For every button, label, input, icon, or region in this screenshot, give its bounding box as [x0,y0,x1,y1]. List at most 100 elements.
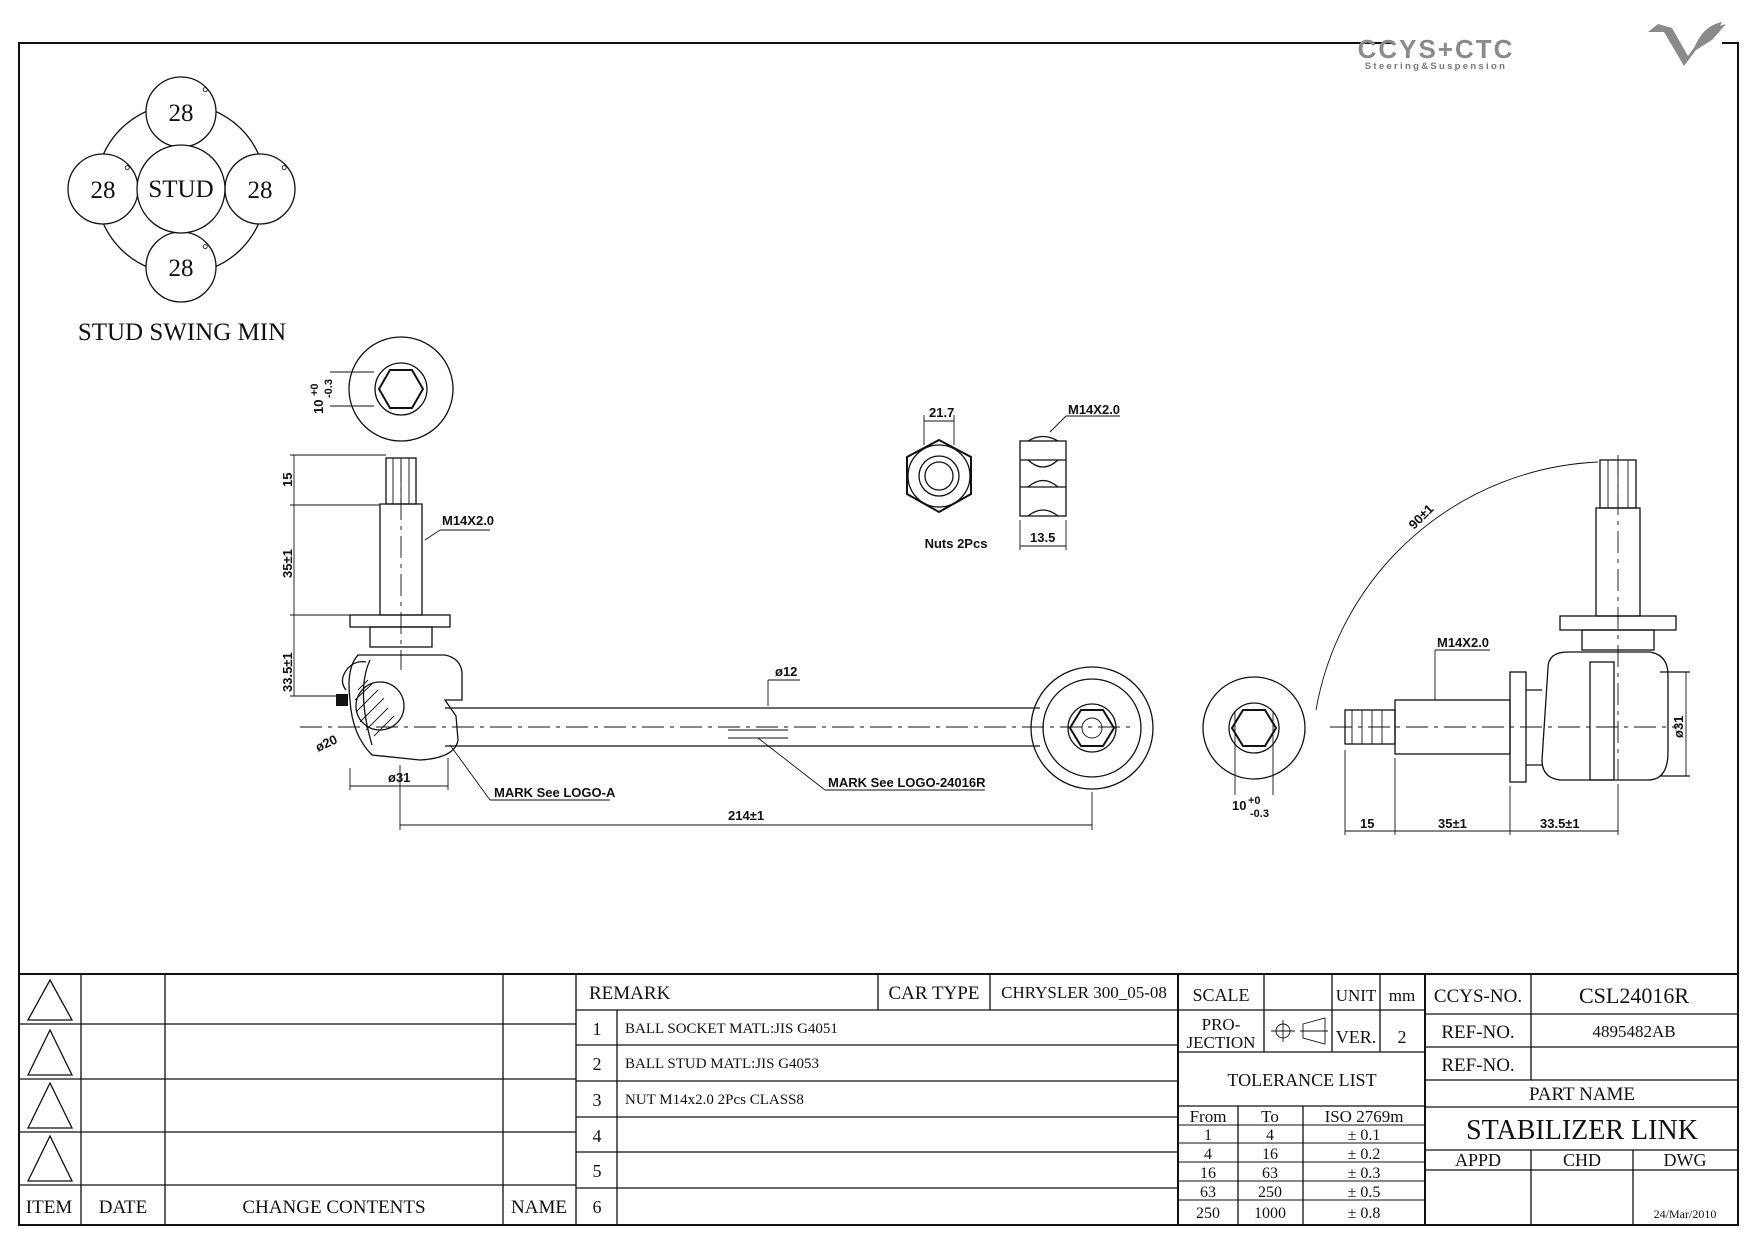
swing-bottom-degree: ° [202,242,208,259]
remark-no-2: 2 [593,1054,602,1074]
dim-side-body-len: 33.5±1 [1540,816,1580,831]
scale-label: SCALE [1192,985,1249,1005]
tol-header-to: To [1261,1107,1279,1126]
swing-right-degree: ° [281,163,287,180]
part-name-value: STABILIZER LINK [1466,1115,1698,1146]
tol-from-2: 4 [1204,1146,1212,1163]
chd-label: CHD [1563,1150,1601,1170]
main-link-view: 10 +0 -0.3 15 [280,336,1154,830]
drawing-date: 24/Mar/2010 [1654,1207,1717,1221]
dim-nut-width: 21.7 [929,405,954,420]
projection-label-line1: PRO- [1202,1015,1241,1034]
tol-to-1: 4 [1266,1127,1274,1144]
dim-side-shank-len: 35±1 [1438,816,1467,831]
revision-triangle-icon [26,1081,74,1129]
logo-tagline-text: Steering&Suspension [1365,61,1507,72]
remarks-block: REMARK CAR TYPE CHRYSLER 300_05-08 1 BAL… [576,974,1178,1225]
remark-text-1: BALL SOCKET MATL:JIS G4051 [625,1021,838,1037]
appd-label: APPD [1455,1150,1501,1170]
remark-text-2: BALL STUD MATL:JIS G4053 [625,1056,819,1072]
dim-overall-len: 214±1 [728,808,764,823]
swing-right-value: 28 [248,177,273,204]
dim-thread-len: 15 [280,473,295,487]
swing-left-value: 28 [91,177,116,204]
drawing-border [18,42,1739,1226]
dim-nut-thread: M14X2.0 [1068,402,1120,417]
dwg-label: DWG [1664,1150,1707,1170]
dim-socket-dia: ø31 [388,770,410,785]
remark-no-1: 1 [593,1019,602,1039]
dim-hex-end: 10 [1232,798,1246,813]
logo-emblem-icon [1648,22,1726,66]
ccys-no-value: CSL24016R [1579,983,1689,1008]
tol-value-4: ± 0.5 [1348,1184,1381,1201]
scale-tolerance-block: SCALE UNIT mm PRO- JECTION VER. 2 TOLERA… [1177,974,1425,1225]
tol-to-2: 16 [1262,1146,1278,1163]
tol-from-4: 63 [1200,1184,1216,1201]
tol-to-4: 250 [1258,1184,1282,1201]
ver-label: VER. [1336,1027,1377,1047]
swing-left-degree: ° [124,163,130,180]
ccys-no-label: CCYS-NO. [1434,986,1522,1007]
remark-no-4: 4 [593,1126,602,1146]
tol-header-iso: ISO 2769m [1325,1107,1404,1126]
tol-value-1: ± 0.1 [1348,1127,1381,1144]
revision-triangle-icon [26,978,74,1021]
tol-value-2: ± 0.2 [1348,1146,1381,1163]
first-angle-projection-icon [1271,1017,1328,1045]
nuts-quantity-label: Nuts 2Pcs [925,536,988,551]
revision-triangle-icon [26,1134,74,1182]
part-name-label: PART NAME [1529,1084,1635,1105]
projection-label-line2: JECTION [1187,1033,1256,1052]
dim-side-thread-len: 15 [1360,816,1374,831]
swing-center-label: STUD [148,176,213,203]
dim-side-thread: M14X2.0 [1437,635,1489,650]
rev-header-change-contents: CHANGE CONTENTS [242,1197,425,1218]
tol-value-3: ± 0.3 [1348,1165,1381,1182]
tol-value-5: ± 0.8 [1348,1205,1381,1222]
dim-hex-end-tol-minus: -0.3 [1250,808,1269,820]
dim-hex-top-tol-plus: +0 [309,383,321,396]
dim-hex-end-tol-plus: +0 [1248,795,1261,807]
tol-to-3: 63 [1262,1165,1278,1182]
dim-rod-dia: ø12 [775,664,797,679]
tol-from-1: 1 [1204,1127,1212,1144]
tol-from-3: 16 [1200,1165,1216,1182]
dim-hex-top: 10 [311,400,326,414]
stud-swing-diagram: 28 ° 28 ° 28 ° 28 ° STUD STUD SWING MIN [67,76,296,346]
remark-no-5: 5 [593,1161,602,1181]
mark-logo-r: MARK See LOGO-24016R [828,775,986,790]
remark-no-6: 6 [593,1197,602,1217]
dim-angle: 90±1 [1406,501,1437,532]
side-view: ø31 90±1 M14X2.0 15 35±1 33.5±1 [1315,455,1690,835]
company-logo: CCYS+CTC Steering&Suspension [1358,22,1726,72]
remark-no-3: 3 [593,1090,602,1110]
ref-no-value: 4895482AB [1592,1022,1675,1041]
end-hex-view: 10 +0 -0.3 [1202,676,1306,820]
rev-header-name: NAME [511,1197,567,1218]
tol-header-from: From [1190,1107,1227,1126]
car-type-label: CAR TYPE [889,983,980,1004]
unit-label: UNIT [1336,986,1377,1005]
dim-body-len: 33.5±1 [280,652,295,692]
rev-header-item: ITEM [26,1197,73,1218]
car-type-value: CHRYSLER 300_05-08 [1001,983,1167,1002]
unit-value: mm [1389,986,1415,1005]
swing-top-degree: ° [202,85,208,102]
dim-side-socket-dia: ø31 [1671,716,1686,738]
tolerance-list-title: TOLERANCE LIST [1227,1070,1376,1090]
part-info-block: CCYS-NO. CSL24016R REF-NO. 4895482AB REF… [1424,974,1738,1225]
swing-bottom-value: 28 [169,255,194,282]
dim-thread-spec: M14X2.0 [442,513,494,528]
dim-hex-top-tol-minus: -0.3 [323,379,335,398]
ver-value: 2 [1398,1027,1407,1047]
dim-nut-height: 13.5 [1030,530,1055,545]
ref-no-label: REF-NO. [1441,1022,1514,1043]
dim-shank-len: 35±1 [280,549,295,578]
dim-ball-dia: ø20 [313,732,340,755]
tol-to-5: 1000 [1254,1205,1286,1222]
tol-from-5: 250 [1196,1205,1220,1222]
title-block: ITEM DATE CHANGE CONTENTS NAME REMARK CA… [19,973,1738,1225]
mark-logo-a: MARK See LOGO-A [494,785,616,800]
